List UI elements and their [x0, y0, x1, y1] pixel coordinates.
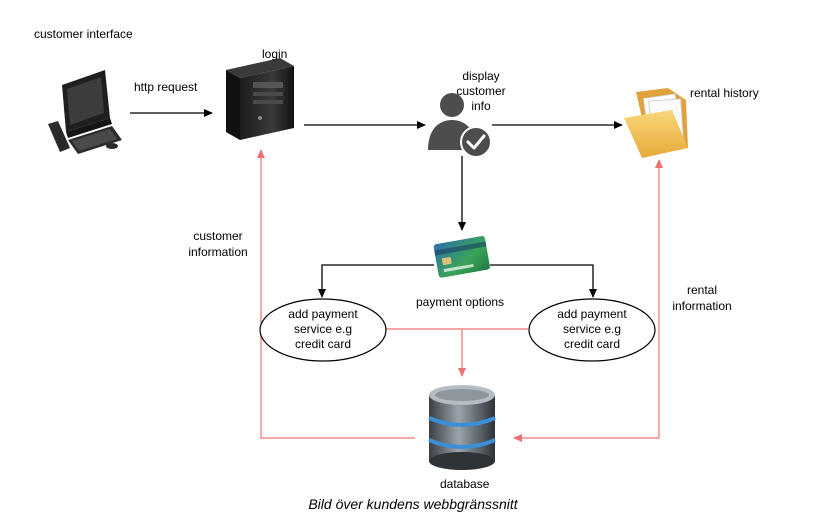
add-payment-left-line-2: service e.g	[293, 322, 353, 336]
credit-card-icon	[433, 236, 490, 278]
arrow-customer-information	[257, 149, 415, 439]
login-label: login	[262, 47, 288, 61]
http-request-label: http request	[134, 80, 198, 94]
add-payment-left-ellipse	[259, 298, 387, 362]
display-line-1: display	[462, 69, 500, 83]
server-icon	[226, 58, 294, 140]
database-label: database	[440, 477, 490, 491]
add-payment-right-line-1: add payment	[557, 307, 627, 321]
display-line-3: info	[471, 99, 491, 113]
add-payment-right-line-2: service e.g	[562, 322, 622, 336]
rental-information-line-2: information	[672, 299, 732, 313]
customer-information-line-1: customer	[193, 229, 243, 243]
add-payment-right-ellipse	[528, 298, 656, 362]
customer-interface-label: customer interface	[34, 27, 133, 41]
add-payment-left-line-3: credit card	[294, 337, 352, 351]
display-customer-info-label: display customer info	[446, 68, 516, 114]
payment-options-label: payment options	[416, 295, 505, 309]
add-payment-left-line-1: add payment	[288, 307, 358, 321]
verified-user-icon	[428, 93, 492, 158]
rental-history-label: rental history	[690, 86, 759, 100]
figure-caption: Bild över kundens webbgränssnitt	[308, 496, 518, 512]
customer-information-label: customer information	[178, 228, 258, 260]
folder-icon	[624, 88, 688, 158]
add-payment-right-text: add payment service e.g credit card	[537, 307, 647, 352]
add-payment-right-line-3: credit card	[563, 337, 621, 351]
rental-information-label: rental information	[664, 282, 740, 314]
customer-information-line-2: information	[188, 245, 248, 259]
display-line-2: customer	[456, 84, 506, 98]
rental-information-line-1: rental	[686, 283, 718, 297]
computer-icon	[48, 70, 122, 154]
arrow-payment-to-left-option	[318, 264, 434, 298]
arrow-payment-to-right-option	[490, 264, 597, 298]
database-icon	[428, 385, 496, 470]
add-payment-left-text: add payment service e.g credit card	[268, 307, 378, 352]
